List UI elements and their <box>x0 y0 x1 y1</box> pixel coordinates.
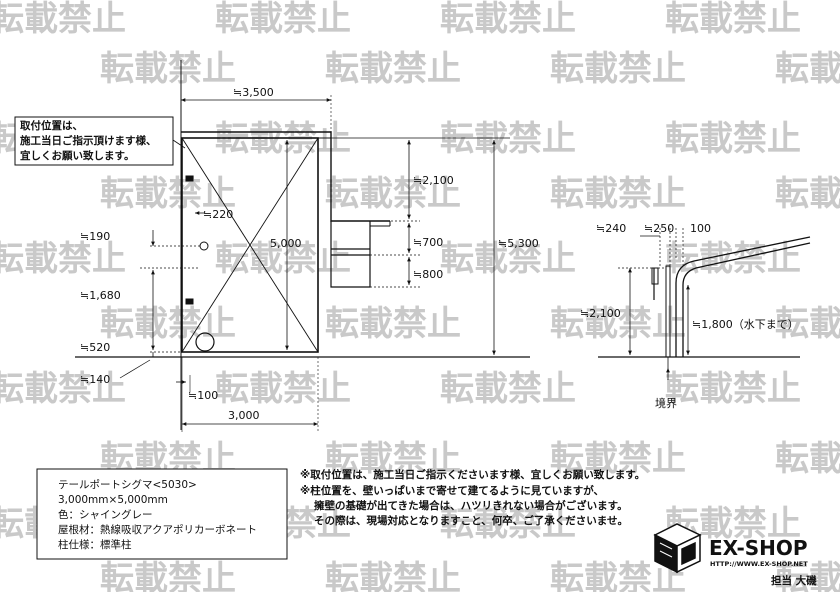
watermark-text: 転載禁止 <box>665 0 801 39</box>
side-dim-240: ≒240 <box>596 222 626 235</box>
watermark-text: 転載禁止 <box>215 119 351 159</box>
post-circle-small <box>199 241 209 251</box>
watermark-text: 転載禁止 <box>100 304 236 344</box>
callout-line-3: 宜しくお願い致します。 <box>20 149 134 162</box>
dim-520: ≒520 <box>80 341 110 354</box>
plan-dimension-labels: ≒3,500 ≒2,100 ≒700 ≒800 ≒5,300 5,000 ≒22… <box>80 86 539 422</box>
watermark-text: 転載禁止 <box>550 439 686 479</box>
side-labels: ≒240 ≒250 100 ≒2,100 ≒1,800（水下まで） 境界 <box>580 222 799 410</box>
install-position-callout: 取付位置は、 施工当日ご指示頂けます様、 宜しくお願い致します。 <box>14 116 174 166</box>
watermark-text: 転載禁止 <box>325 439 461 479</box>
watermark-text: 転載禁止 <box>775 559 840 592</box>
watermark-text: 転載禁止 <box>100 559 236 592</box>
note-line-1: ※取付位置は、施工当日ご指示くださいます様、宜しくお願い致します。 <box>300 468 645 481</box>
dim-1680: ≒1,680 <box>80 289 121 302</box>
dim-140: ≒140 <box>80 373 110 386</box>
post-marker-bottom <box>185 298 194 305</box>
watermark-text: 転載禁止 <box>665 239 801 279</box>
cube-logo-icon <box>653 523 702 574</box>
side-dim-1800: ≒1,800（水下まで） <box>692 318 799 331</box>
watermark-text: 転載禁止 <box>665 369 801 409</box>
watermark-text: 転載禁止 <box>665 119 801 159</box>
logo-name: EX-SHOP <box>709 536 808 560</box>
watermark-text: 転載禁止 <box>775 49 840 89</box>
watermark-text: 転載禁止 <box>775 304 840 344</box>
watermark-text: 転載禁止 <box>440 119 576 159</box>
dim-top-width: ≒3,500 <box>233 86 274 99</box>
watermark-text: 転載禁止 <box>325 174 461 214</box>
side-dim-100: 100 <box>690 222 711 235</box>
watermark-text: 転載禁止 <box>100 49 236 89</box>
post-circle-large <box>195 332 215 352</box>
post-outer <box>682 242 811 357</box>
post-marker-top <box>185 175 194 182</box>
watermark-text: 転載禁止 <box>440 369 576 409</box>
callout-line-2: 施工当日ご指示頂けます様、 <box>20 134 157 147</box>
logo-url: HTTP://WWW.EX-SHOP.NET <box>710 560 808 568</box>
dim-220: ≒220 <box>203 208 233 221</box>
spec-color: 色：シャイングレー <box>58 508 153 521</box>
dim-800: ≒800 <box>413 268 443 281</box>
spec-roof: 屋根材：熱線吸収アクアポリカーボネート <box>58 523 257 536</box>
dim-190: ≒190 <box>80 230 110 243</box>
dim-bottom-width: 3,000 <box>228 409 260 422</box>
watermark-text: 転載禁止 <box>100 174 236 214</box>
watermark-text: 転載禁止 <box>0 0 126 39</box>
watermark-text: 転載禁止 <box>550 304 686 344</box>
watermark-text: 転載禁止 <box>215 369 351 409</box>
carport-footprint <box>181 137 319 353</box>
note-line-4: その際は、現場対応となりますこと、何卒、ご了承くださいませ。 <box>314 514 628 527</box>
spec-product: テールポートシグマ<5030> <box>58 478 197 491</box>
watermark-text: 転載禁止 <box>215 239 351 279</box>
watermark-text: 転載禁止 <box>550 174 686 214</box>
dim-700: ≒700 <box>413 236 443 249</box>
product-spec-box: テールポートシグマ<5030> 3,000mm×5,000mm 色：シャイングレ… <box>36 468 288 560</box>
watermark-text: 転載禁止 <box>215 0 351 39</box>
watermark-text: 転載禁止 <box>440 239 576 279</box>
side-dim-2100: ≒2,100 <box>580 307 621 320</box>
spec-size: 3,000mm×5,000mm <box>58 494 168 506</box>
side-dim-250: ≒250 <box>644 222 674 235</box>
watermark-text: 転載禁止 <box>0 239 126 279</box>
post-inner <box>675 236 811 357</box>
dim-5000: 5,000 <box>270 237 302 250</box>
watermark-text: 転載禁止 <box>550 49 686 89</box>
note-line-3: 擁壁の基礎が出てきた場合は、ハツリきれない場合がございます。 <box>314 499 628 512</box>
plan-view <box>75 60 530 432</box>
installation-notes: ※取付位置は、施工当日ご指示くださいます様、宜しくお願い致します。 ※柱位置を、… <box>300 468 645 527</box>
step-box <box>330 221 371 288</box>
dim-100: ≒100 <box>188 389 218 402</box>
callout-line-1: 取付位置は、 <box>20 119 83 132</box>
spec-post: 柱仕様：標準柱 <box>58 538 132 551</box>
carport-cross-2 <box>181 137 319 353</box>
watermark-text: 転載禁止 <box>775 174 840 214</box>
watermark-text: 転載禁止 <box>325 304 461 344</box>
watermark-text: 転載禁止 <box>0 369 126 409</box>
note-line-2: ※柱位置を、壁いっぱいまで寄せて建てるように見ていますが、 <box>300 484 604 497</box>
staff-label: 担当 大磯 <box>771 574 817 587</box>
watermark-text: 転載禁止 <box>440 504 576 544</box>
dim-5300: ≒5,300 <box>498 237 539 250</box>
boundary-label: 境界 <box>655 396 677 410</box>
watermark-text: 転載禁止 <box>325 49 461 89</box>
side-elevation-view <box>598 228 811 380</box>
exshop-logo: EX-SHOP HTTP://WWW.EX-SHOP.NET 担当 大磯 <box>653 523 817 587</box>
watermark-text: 転載禁止 <box>325 559 461 592</box>
watermark-text: 転載禁止 <box>775 439 840 479</box>
dim-2100: ≒2,100 <box>413 174 454 187</box>
watermark-text: 転載禁止 <box>440 0 576 39</box>
